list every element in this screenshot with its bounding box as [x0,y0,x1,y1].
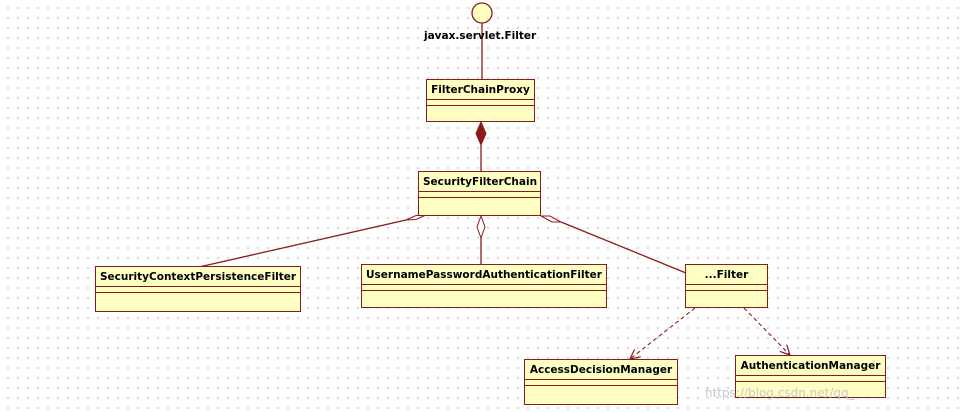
class-security-context-persistence-filter: SecurityContextPersistenceFilter [95,266,301,312]
attributes-compartment [525,380,677,386]
interface-circle [471,2,493,24]
interface-label: javax.servlet.Filter [424,30,537,42]
class-name: SecurityFilterChain [419,172,540,192]
operations-compartment [96,293,300,311]
operations-compartment [427,106,534,121]
class-generic-filter: ...Filter [685,264,768,308]
attributes-compartment [419,192,540,198]
attributes-compartment [736,376,885,382]
operations-compartment [525,386,677,404]
class-username-password-authentication-filter: UsernamePasswordAuthenticationFilter [361,264,607,308]
class-name: UsernamePasswordAuthenticationFilter [362,265,606,285]
class-security-filter-chain: SecurityFilterChain [418,171,541,216]
watermark-text: https://blog.csdn.net/qq_ [705,386,855,400]
attributes-compartment [96,287,300,293]
operations-compartment [686,291,767,307]
operations-compartment [419,198,540,215]
aggregation-diamond-middle [476,214,486,240]
attributes-compartment [686,285,767,291]
aggregation-line-left [198,219,407,268]
class-name: AccessDecisionManager [525,360,677,380]
class-authentication-manager: AuthenticationManager [735,355,886,398]
attributes-compartment [427,100,534,106]
dependency-line-access-decision [630,307,696,359]
operations-compartment [362,291,606,307]
class-name: AuthenticationManager [736,356,885,376]
aggregation-diamond-right [540,215,562,223]
class-access-decision-manager: AccessDecisionManager [524,359,678,405]
class-name: FilterChainProxy [427,80,534,100]
class-name: SecurityContextPersistenceFilter [96,267,300,287]
class-name: ...Filter [686,265,767,285]
dependency-line-authentication [743,307,790,355]
attributes-compartment [362,285,606,291]
class-filter-chain-proxy: FilterChainProxy [426,79,535,122]
aggregation-line-right [560,221,687,274]
composition-diamond [475,120,487,147]
